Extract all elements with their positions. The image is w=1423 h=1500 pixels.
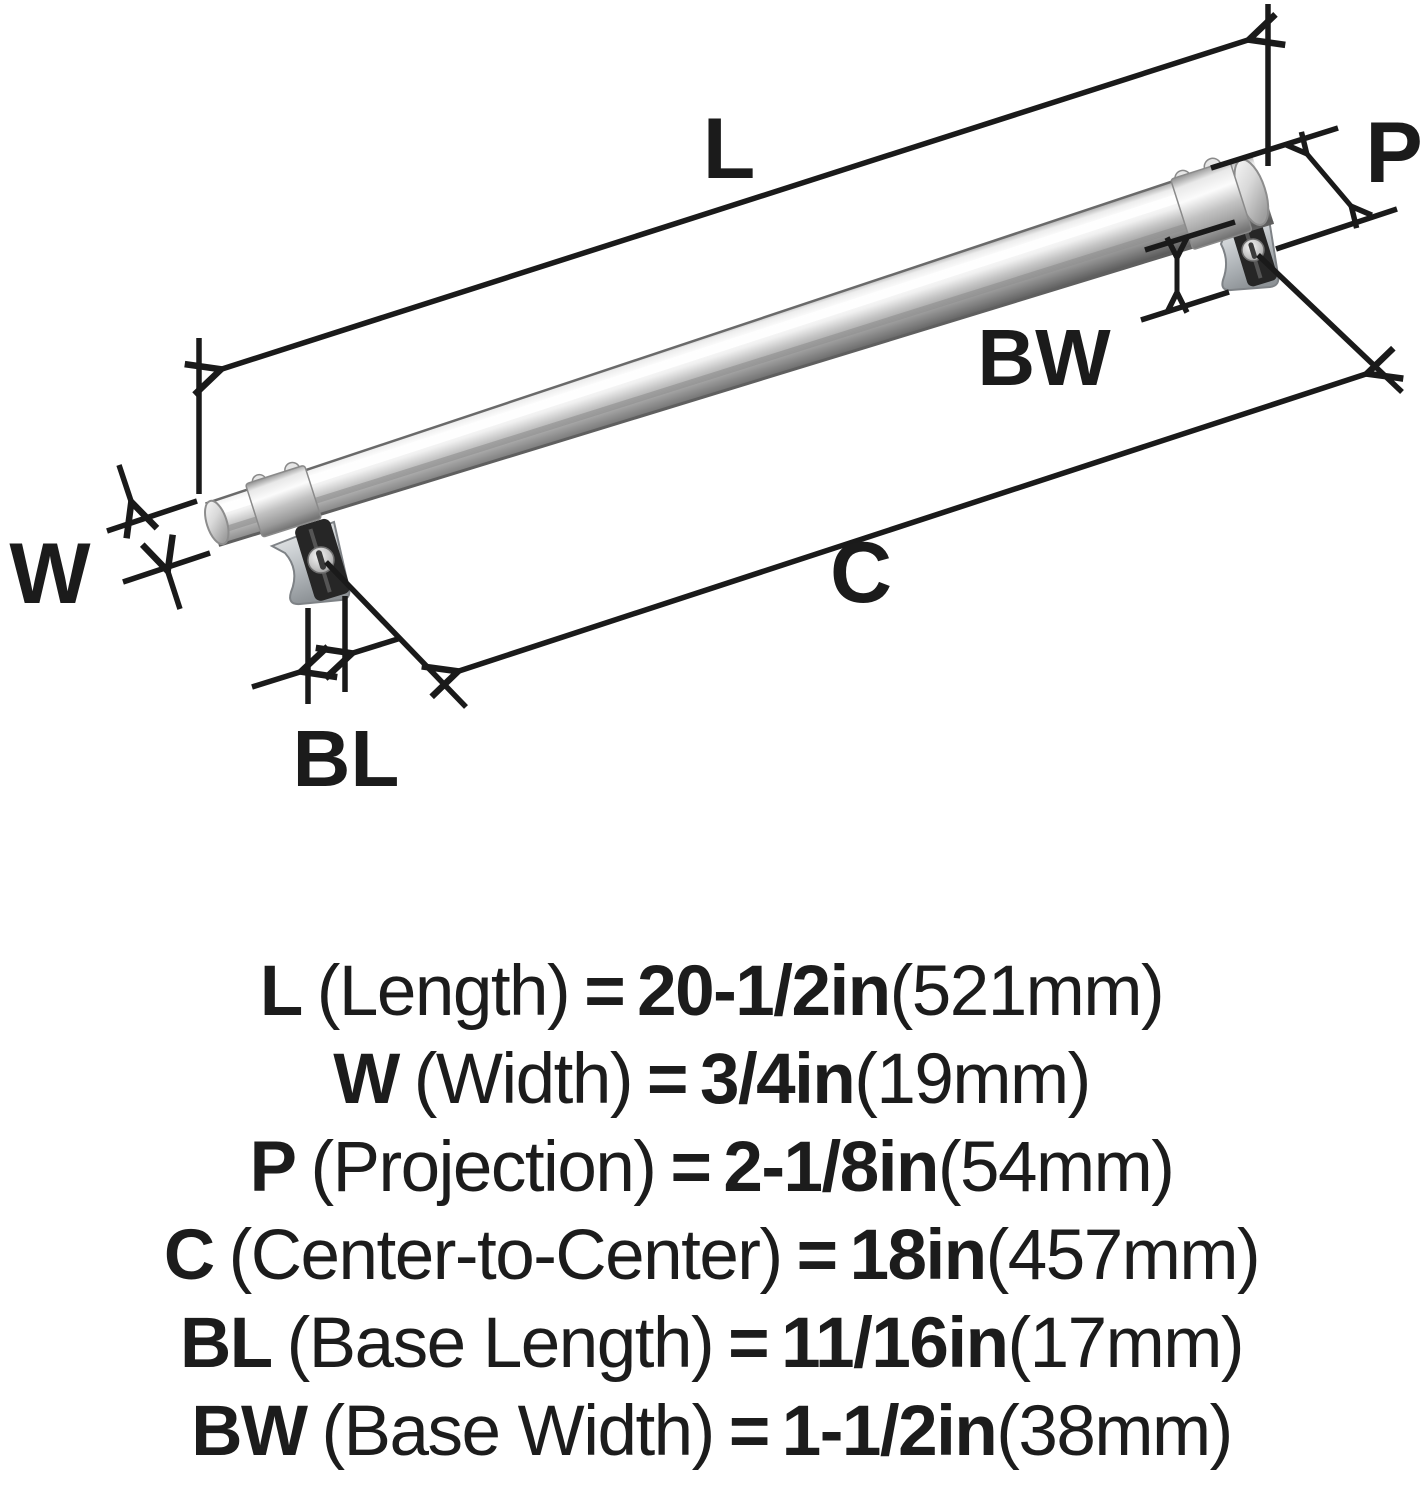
spec-value: 20-1/2in <box>637 952 891 1031</box>
dim-line-C <box>459 374 1366 671</box>
label-base-length: BL <box>293 714 400 803</box>
spec-value: 3/4in <box>699 1040 856 1119</box>
spec-name: (Base Length) <box>286 1304 715 1383</box>
left-mounting-post <box>269 518 351 606</box>
spec-line-base-length: BL(Base Length)=11/16in(17mm) <box>0 1300 1423 1388</box>
spec-name: (Center-to-Center) <box>228 1216 784 1295</box>
dim-arrow-W-bottom <box>168 572 183 610</box>
dimension-labels: L W P C BL BW <box>9 101 1422 803</box>
ext-line-W-bottom <box>122 550 211 585</box>
spec-symbol: BW <box>191 1392 308 1471</box>
spec-equals: = <box>670 1128 711 1207</box>
spec-name: (Base Width) <box>321 1392 715 1471</box>
ext-line-BW-bottom <box>1140 289 1230 323</box>
spec-name: (Width) <box>413 1040 634 1119</box>
label-width: W <box>9 526 91 622</box>
spec-line-base-width: BW(Base Width)=1-1/2in(38mm) <box>0 1388 1423 1476</box>
spec-metric: (17mm) <box>1007 1304 1244 1383</box>
spec-symbol: P <box>249 1128 297 1207</box>
spec-equals: = <box>796 1216 838 1295</box>
spec-line-projection: P(Projection)=2-1/8in(54mm) <box>0 1124 1423 1212</box>
spec-metric: (54mm) <box>937 1128 1175 1207</box>
handle-bar <box>204 153 1275 547</box>
spec-value: 2-1/8in <box>723 1128 939 1207</box>
spec-metric: (19mm) <box>854 1040 1091 1119</box>
ext-line-P-bottom <box>1275 206 1398 252</box>
bar-left-endcap <box>204 499 230 546</box>
spec-line-center-to-center: C(Center-to-Center)=18in(457mm) <box>0 1212 1423 1300</box>
spec-value: 18in <box>849 1216 988 1295</box>
spec-line-length: L(Length)=20-1/2in(521mm) <box>0 948 1423 1036</box>
spec-value: 1-1/2in <box>781 1392 998 1471</box>
ext-line-P-top <box>1210 125 1339 171</box>
spec-value: 11/16in <box>781 1304 1009 1383</box>
spec-metric: (521mm) <box>889 952 1165 1031</box>
pull-handle <box>204 153 1280 606</box>
left-collar <box>245 465 322 538</box>
spec-symbol: L <box>259 952 303 1031</box>
label-center-to-center: C <box>830 525 892 621</box>
dim-arrow-BL-right <box>353 635 402 653</box>
spec-equals: = <box>646 1040 688 1119</box>
dim-line-L <box>222 40 1248 369</box>
spec-metric: (38mm) <box>996 1392 1233 1471</box>
spec-equals: = <box>728 1392 770 1471</box>
dimension-diagram: L W P C BL BW <box>9 4 1423 803</box>
spec-symbol: BL <box>179 1304 273 1383</box>
spec-metric: (457mm) <box>985 1216 1261 1295</box>
label-projection: P <box>1365 105 1422 201</box>
spec-symbol: W <box>333 1040 400 1119</box>
spec-name: (Projection) <box>310 1128 657 1207</box>
label-base-width: BW <box>977 313 1111 402</box>
label-length: L <box>703 101 756 197</box>
spec-name: (Length) <box>316 952 571 1031</box>
dimension-lines <box>106 4 1404 709</box>
dim-arrow-BL-left <box>251 672 300 690</box>
spec-equals: = <box>728 1304 769 1383</box>
spec-equals: = <box>584 952 625 1031</box>
dim-arrow-W-top <box>116 464 131 501</box>
spec-list: L(Length)=20-1/2in(521mm) W(Width)=3/4in… <box>0 948 1423 1476</box>
ext-line-C-right <box>1256 253 1404 394</box>
left-post-screw-slot <box>315 550 327 570</box>
spec-line-width: W(Width)=3/4in(19mm) <box>0 1036 1423 1124</box>
ext-line-W-top <box>106 498 198 534</box>
spec-symbol: C <box>163 1216 215 1295</box>
dim-arrow-P <box>1307 154 1351 206</box>
